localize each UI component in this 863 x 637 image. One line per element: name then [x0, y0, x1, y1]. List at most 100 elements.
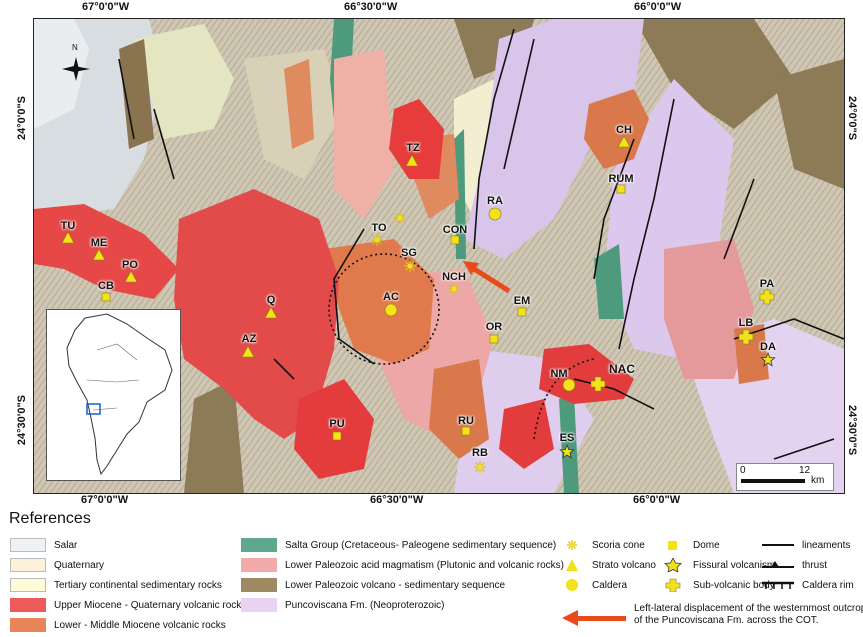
- salar-light: [34, 19, 89, 129]
- to-2-scoria-cone-icon: [371, 234, 383, 246]
- legend-upper-miocene: Upper Miocene - Quaternary volcanic rock…: [10, 598, 246, 612]
- legend-salta-label: Salta Group (Cretaceous- Paleogene sedim…: [285, 539, 557, 551]
- label-ru: RU: [458, 415, 474, 427]
- scale-start: 0: [740, 465, 746, 476]
- legend-lineaments-label: lineaments: [802, 539, 851, 551]
- em-dome-icon: [517, 307, 527, 317]
- scale-bar-graphic: [741, 479, 805, 483]
- swatch-tertiary: [10, 578, 46, 592]
- inset-study-area-box: [86, 403, 101, 415]
- legend-dome-label: Dome: [693, 539, 720, 551]
- south-america-outline: [66, 313, 173, 476]
- coord-bottom-66: 66°0'0"W: [633, 494, 681, 506]
- swatch-puncoviscana: [241, 598, 277, 612]
- label-da: DA: [760, 341, 776, 353]
- lm-miocene-2: [284, 59, 314, 149]
- caldera-icon: [566, 579, 578, 591]
- con-dome-icon: [450, 235, 460, 245]
- fissural-volcanism-icon: [664, 557, 682, 573]
- legend-caldera: Caldera: [562, 578, 627, 592]
- legend-puncoviscana: Puncoviscana Fm. (Neoproterozoic): [241, 598, 445, 612]
- legend-fissural: Fissural volcanism: [663, 557, 776, 573]
- label-po: PO: [122, 259, 138, 271]
- dome-icon: [668, 541, 677, 550]
- um-volcanic-nm: [539, 344, 634, 404]
- sg-scoria-cone-icon: [404, 260, 416, 272]
- thrust-symbol-icon: [762, 561, 794, 568]
- lp-volcano-sed-3: [774, 59, 844, 189]
- swatch-upper-miocene: [10, 598, 46, 612]
- tz-strato-volcano-icon: [405, 154, 419, 167]
- legend-salta: Salta Group (Cretaceous- Paleogene sedim…: [241, 538, 556, 552]
- legend-strato-volcano: Strato volcano: [562, 558, 656, 572]
- legend-tertiary-label: Tertiary continental sedimentary rocks: [54, 579, 222, 591]
- legend-fissural-label: Fissural volcanism: [693, 559, 776, 571]
- scale-bar: 0 12 km: [736, 463, 834, 491]
- lp-volcano-sed-2: [634, 19, 794, 129]
- legend-lower-miocene: Lower - Middle Miocene volcanic rocks: [10, 618, 226, 632]
- ac-caldera-icon: [384, 303, 398, 317]
- caldera-rim-symbol-icon: [762, 581, 794, 589]
- lp-volcano-sed-5: [184, 379, 244, 493]
- legend-thrust: thrust: [762, 558, 827, 572]
- coord-top-66-30: 66°30'0"W: [344, 1, 398, 13]
- legend-caldera-rim-label: Caldera rim: [802, 579, 854, 591]
- um-volcanic-rb: [499, 399, 554, 469]
- label-az: AZ: [241, 333, 257, 345]
- label-q: Q: [266, 294, 276, 306]
- legend-paleozoic-volc: Lower Paleozoic volcano - sedimentary se…: [241, 578, 505, 592]
- salta-2: [454, 129, 466, 259]
- label-cb: CB: [98, 280, 114, 292]
- label-lb: LB: [738, 317, 754, 329]
- north-label: N: [72, 43, 78, 52]
- coord-right-24-30: 24°30'0"S: [846, 405, 858, 456]
- salta-3: [594, 244, 624, 319]
- label-es: ES: [559, 432, 575, 444]
- pu-dome-icon: [332, 431, 342, 441]
- label-ac: AC: [383, 291, 399, 303]
- legend-lineaments: lineaments: [762, 538, 850, 552]
- label-tu: TU: [60, 220, 76, 232]
- to-1-scoria-cone-icon: [394, 212, 406, 224]
- strato-volcano-icon: [566, 559, 578, 571]
- legend-paleozoic-acid-label: Lower Paleozoic acid magmatism (Plutonic…: [285, 559, 565, 571]
- ra-caldera-icon: [488, 207, 502, 221]
- legend-caldera-label: Caldera: [592, 579, 628, 591]
- legend-salar: Salar: [10, 538, 77, 552]
- swatch-lower-miocene: [10, 618, 46, 632]
- arrow-note-line-2: of the Puncoviscana Fm. across the COT.: [634, 615, 819, 626]
- coord-top-66: 66°0'0"W: [634, 1, 682, 13]
- scale-unit: km: [811, 475, 825, 486]
- q-strato-volcano-icon: [264, 306, 278, 319]
- tertiary-patch: [134, 24, 234, 139]
- lineament-symbol-icon: [762, 544, 794, 546]
- swatch-salar: [10, 538, 46, 552]
- az-strato-volcano-icon: [241, 345, 255, 358]
- legend-subvolcanic-label: Sub-volcanic body: [693, 579, 775, 591]
- nac-sub-volcanic-icon: [590, 376, 606, 392]
- legend-salar-label: Salar: [54, 539, 78, 551]
- label-em: EM: [513, 295, 531, 307]
- volcano-markers: [61, 135, 776, 473]
- lp-acid-2: [664, 239, 754, 379]
- label-nch: NCH: [442, 271, 466, 283]
- swatch-paleozoic-acid: [241, 558, 277, 572]
- swatch-paleozoic-volc: [241, 578, 277, 592]
- legend-strato-volcano-label: Strato volcano: [592, 559, 656, 571]
- legend-dome: Dome: [663, 538, 720, 552]
- label-rum: RUM: [608, 173, 634, 185]
- lp-volcano-sed-1: [119, 39, 154, 149]
- um-volcanic-pu: [294, 379, 374, 479]
- or-dome-icon: [489, 334, 499, 344]
- coord-left-24: 24°0'0"S: [16, 96, 28, 141]
- legend-scoria-cone-label: Scoria cone: [592, 539, 645, 551]
- references-title: References: [9, 510, 91, 527]
- label-pu: PU: [329, 418, 345, 430]
- legend-displacement-arrow: Left-lateral displacement of the western…: [562, 602, 863, 632]
- salta-4: [559, 394, 579, 493]
- lineaments: [118, 28, 844, 460]
- puncoviscana-1: [464, 19, 644, 259]
- label-ra: RA: [487, 195, 503, 207]
- inset-south-america: [46, 309, 181, 481]
- lm-miocene-ru: [429, 359, 489, 459]
